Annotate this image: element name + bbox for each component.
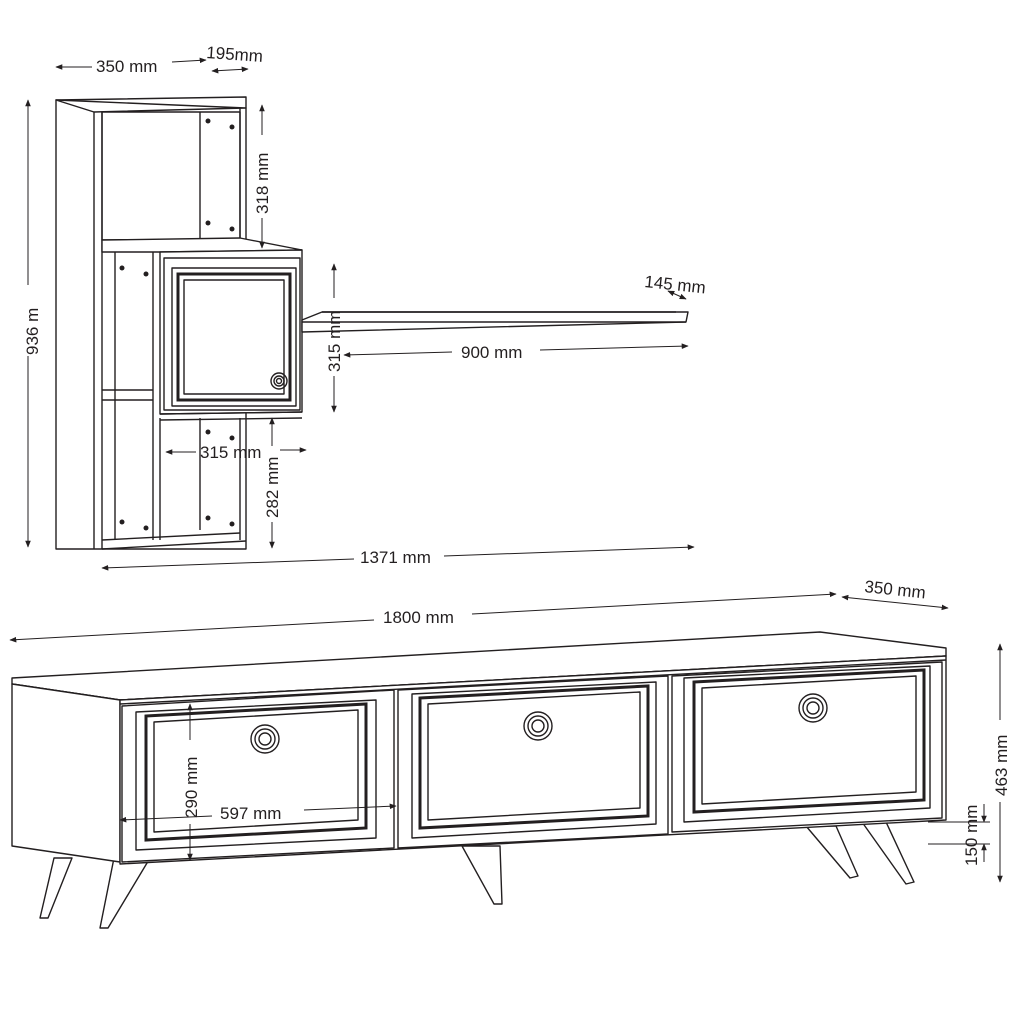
- wall-unit-depth-label: 195mm: [206, 43, 264, 66]
- drawer-width-label: 597 mm: [220, 804, 281, 823]
- shelf-height-label: 315 mm: [325, 311, 344, 372]
- wall-unit: 350 mm 195mm 936 m 318 mm 315 mm 282 mm …: [23, 43, 707, 571]
- drawer-right: [671, 661, 943, 833]
- tv-stand-depth-label: 350 mm: [864, 577, 927, 602]
- shelf-depth-label: 145 mm: [644, 272, 707, 297]
- leg-height-label: 150 mm: [962, 805, 981, 866]
- drawer-middle: [397, 675, 669, 849]
- shelf-length-label: 900 mm: [461, 343, 522, 362]
- tv-stand-width-label: 1800 mm: [383, 608, 454, 627]
- bookcase: [55, 96, 303, 550]
- drawer-left: [121, 689, 395, 863]
- drawer-height-label: 290 mm: [182, 757, 201, 818]
- top-compartment-height-label: 318 mm: [253, 153, 272, 214]
- wall-unit-total-width-label: 1371 mm: [360, 548, 431, 567]
- bottom-compartment-height-label: 282 mm: [263, 457, 282, 518]
- wall-cabinet: [159, 249, 303, 421]
- wall-unit-height-label: 936 m: [23, 308, 42, 355]
- floating-shelf: [301, 311, 689, 333]
- wall-unit-dimensions: 350 mm 195mm 936 m 318 mm 315 mm 282 mm …: [23, 43, 707, 571]
- cabinet-width-label: 315 mm: [200, 443, 261, 462]
- wall-unit-width-label: 350 mm: [96, 57, 157, 76]
- tv-stand: 1800 mm 350 mm 463 mm 150 mm 597 mm 290 …: [9, 577, 1011, 929]
- tv-stand-height-label: 463 mm: [992, 735, 1011, 796]
- tv-stand-legs: [39, 821, 915, 929]
- tv-stand-dimensions: 1800 mm 350 mm 463 mm 150 mm 597 mm 290 …: [9, 577, 1011, 883]
